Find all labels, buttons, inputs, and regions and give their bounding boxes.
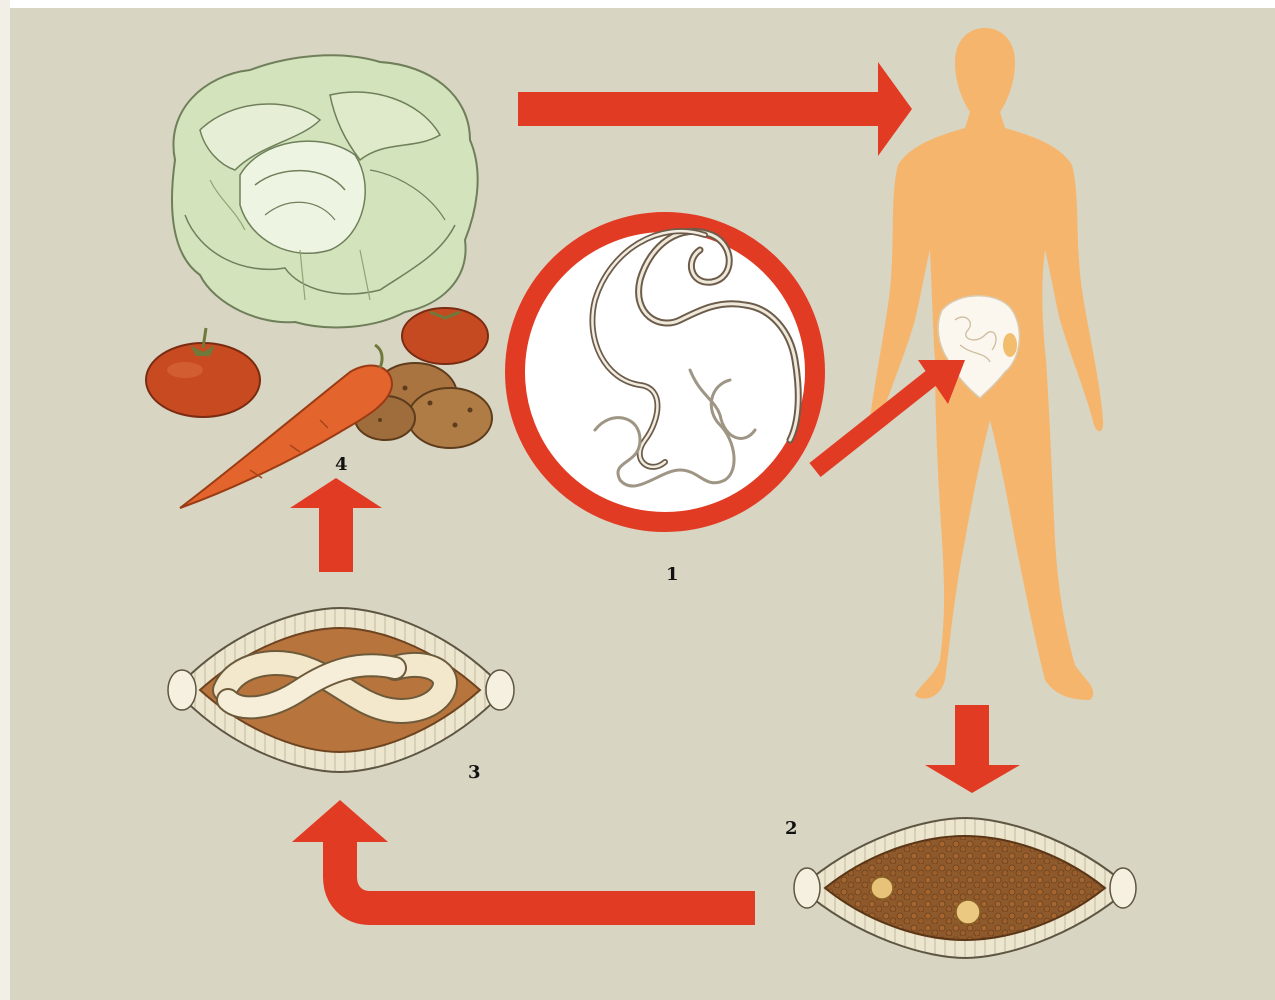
stage-label-1: 1 xyxy=(666,566,679,584)
stage-label-2: 2 xyxy=(785,820,798,838)
cabbage-icon xyxy=(172,55,478,327)
stage-label-3: 3 xyxy=(468,764,481,782)
stage-label-4: 4 xyxy=(335,456,348,474)
